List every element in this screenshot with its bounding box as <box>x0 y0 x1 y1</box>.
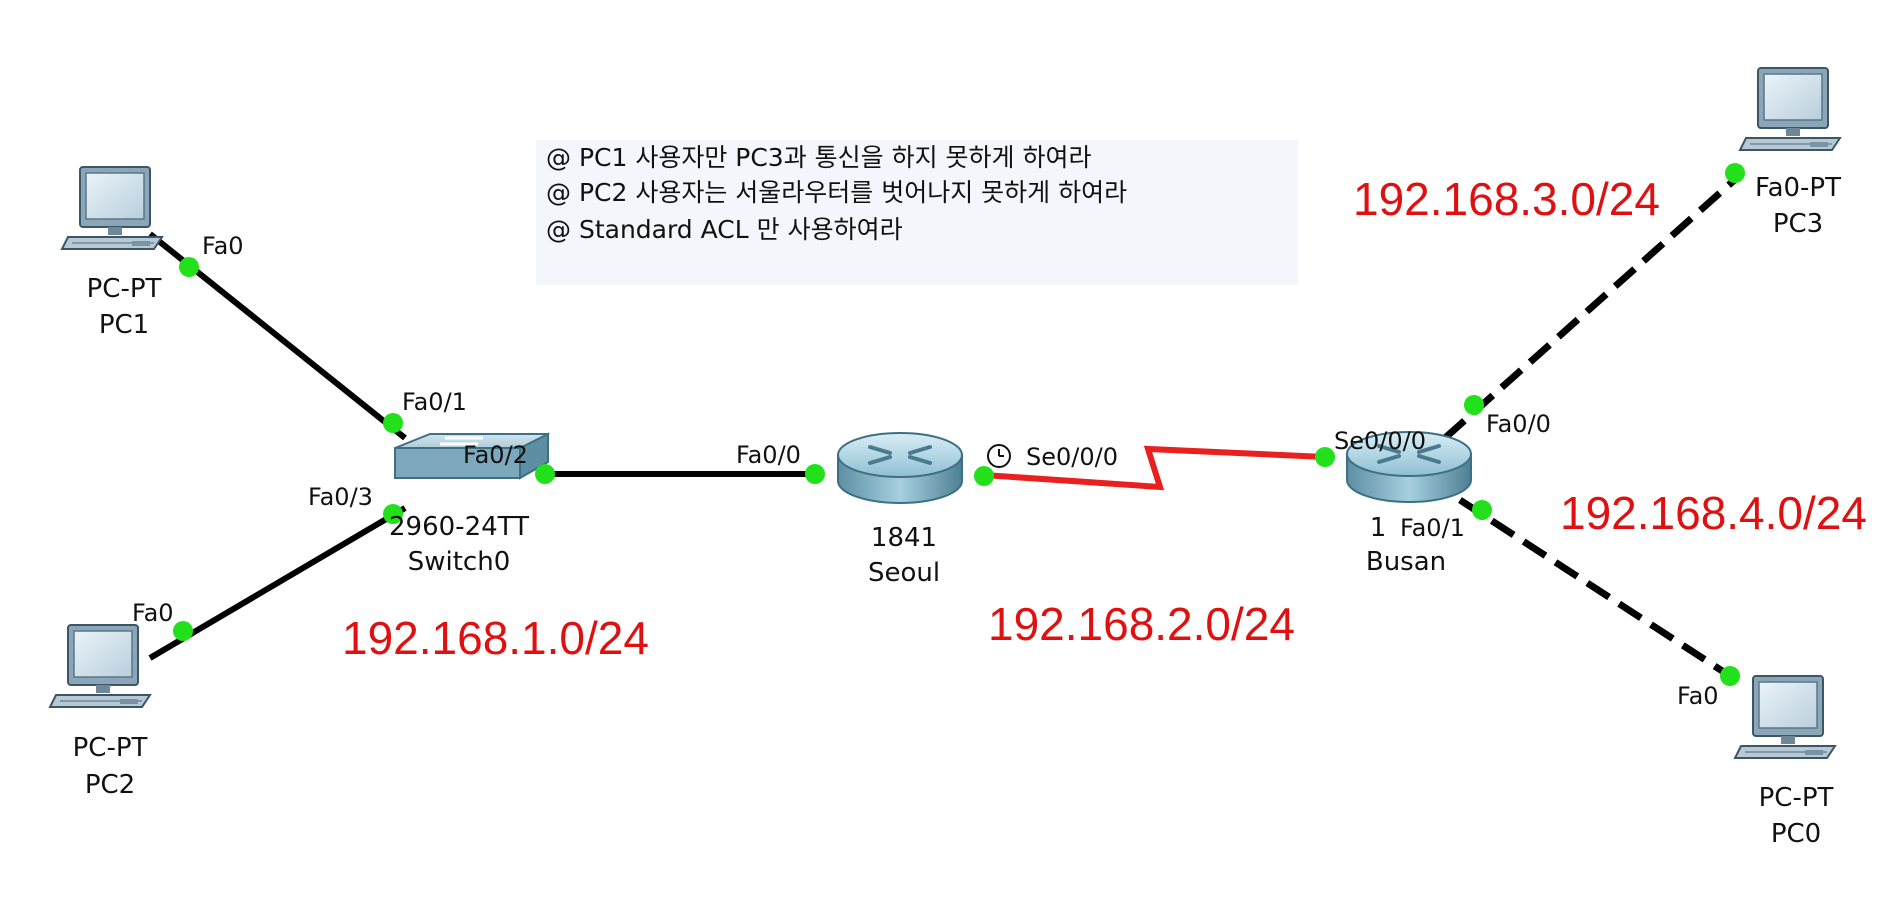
pc2-port-label: Fa0 <box>132 599 174 627</box>
note-background <box>536 140 1298 285</box>
port-dot-switch-fa0-1 <box>383 413 403 433</box>
switch-port-fa0-1-label: Fa0/1 <box>402 388 467 416</box>
switch-port-fa0-3-label: Fa0/3 <box>308 483 373 511</box>
subnet-lan1-label: 192.168.1.0/24 <box>342 612 649 664</box>
note-line-1: @ PC1 사용자만 PC3과 통신을 하지 못하게 하여라 <box>546 143 1092 172</box>
switch0-name-label: Switch0 <box>408 547 511 577</box>
busan-port-se0-0-0-label: Se0/0/0 <box>1334 427 1426 455</box>
port-dot-seoul-fa0-0 <box>805 464 825 484</box>
busan-name-label: Busan <box>1366 547 1446 577</box>
port-dot-busan-fa0-0 <box>1464 395 1484 415</box>
pc0-name-label: PC0 <box>1771 819 1821 849</box>
port-dot-pc2-fa0 <box>173 621 193 641</box>
clock-icon <box>987 444 1011 468</box>
busan-port-fa0-0-label: Fa0/0 <box>1486 410 1551 438</box>
link-seoul-busan-serial <box>983 445 1326 491</box>
pc3-model-label: Fa0-PT <box>1755 173 1841 203</box>
pc0-port-label: Fa0 <box>1677 682 1719 710</box>
note-line-2: @ PC2 사용자는 서울라우터를 벗어나지 못하게 하여라 <box>546 178 1127 207</box>
pc1-icon[interactable] <box>61 166 163 250</box>
port-dot-pc1-fa0 <box>179 257 199 277</box>
switch0-icon[interactable] <box>394 432 550 480</box>
switch-port-fa0-2-label: Fa0/2 <box>463 441 528 469</box>
pc0-model-label: PC-PT <box>1759 783 1834 813</box>
port-dot-seoul-se0-0-0 <box>974 466 994 486</box>
pc1-name-label: PC1 <box>99 310 149 340</box>
seoul-router-icon[interactable] <box>836 431 964 505</box>
port-dot-switch-fa0-3 <box>383 504 403 524</box>
switch0-model-label: 2960-24TT <box>389 512 529 542</box>
pc2-model-label: PC-PT <box>73 733 148 763</box>
pc0-icon[interactable] <box>1734 675 1836 759</box>
port-dot-pc3-fa0 <box>1725 163 1745 183</box>
subnet-wan-label: 192.168.2.0/24 <box>988 598 1295 650</box>
port-dot-pc0-fa0 <box>1720 666 1740 686</box>
port-dot-busan-se0-0-0 <box>1315 447 1335 467</box>
subnet-lan4-label: 192.168.4.0/24 <box>1560 487 1867 539</box>
pc1-model-label: PC-PT <box>87 274 162 304</box>
link-busan-pc3 <box>1442 172 1743 441</box>
port-dots <box>173 163 1745 686</box>
busan-port-fa0-1-label: Fa0/1 <box>1400 514 1465 542</box>
port-dot-busan-fa0-1 <box>1472 500 1492 520</box>
note-line-3: @ Standard ACL 만 사용하여라 <box>546 215 903 244</box>
pc1-port-label: Fa0 <box>202 232 244 260</box>
port-dot-switch-fa0-2 <box>535 464 555 484</box>
seoul-name-label: Seoul <box>868 558 940 588</box>
pc2-name-label: PC2 <box>85 770 135 800</box>
seoul-port-se0-0-0-label: Se0/0/0 <box>1026 443 1118 471</box>
pc2-icon[interactable] <box>49 624 151 708</box>
link-busan-pc0 <box>1458 497 1732 679</box>
pc3-name-label: PC3 <box>1773 209 1823 239</box>
busan-model-label: 1 <box>1370 513 1387 543</box>
subnet-lan3-label: 192.168.3.0/24 <box>1353 173 1660 225</box>
seoul-port-fa0-0-label: Fa0/0 <box>736 441 801 469</box>
instruction-note: @ PC1 사용자만 PC3과 통신을 하지 못하게 하여라 @ PC2 사용자… <box>536 140 1298 285</box>
pc3-icon[interactable] <box>1739 67 1841 151</box>
seoul-model-label: 1841 <box>871 523 937 553</box>
